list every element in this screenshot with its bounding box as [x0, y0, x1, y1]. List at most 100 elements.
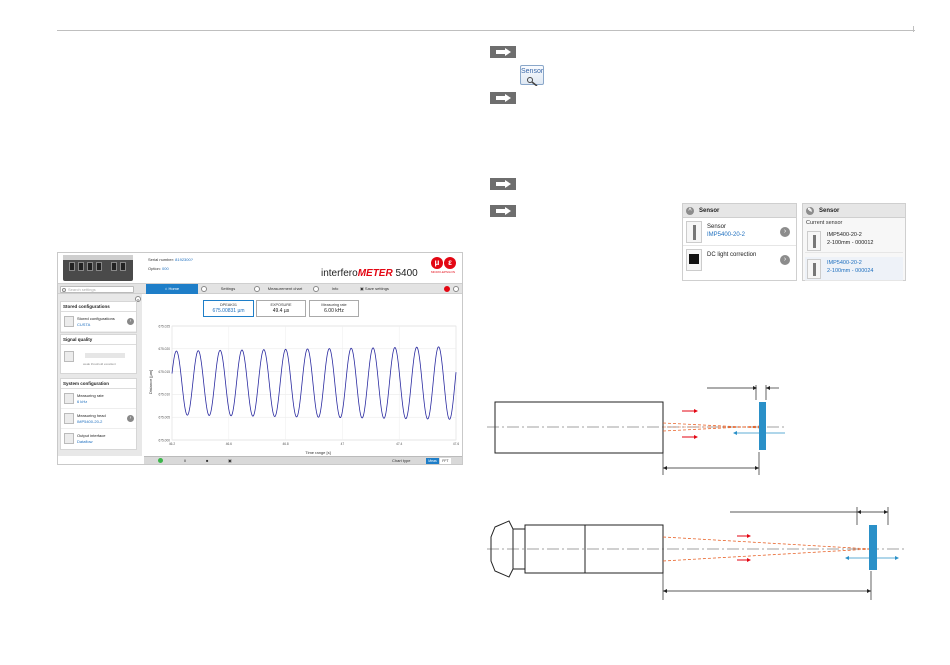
controller-image — [63, 255, 133, 281]
save-icon: ▣ — [360, 286, 364, 291]
dc-light-correction-row[interactable]: DC light correction › — [683, 246, 796, 274]
micro-epsilon-logo: μ ε MICRO-EPSILON — [431, 257, 456, 274]
sensor-row[interactable]: Sensor IMP5400-20-2 › — [683, 218, 796, 246]
y-tick-label: 675.020 — [158, 347, 170, 351]
chevron-right-icon[interactable]: › — [780, 227, 790, 237]
tab-home[interactable]: ⌂ Home — [146, 284, 198, 294]
settings-tab-icon — [201, 286, 207, 292]
distance-series-line — [171, 346, 457, 420]
dc-light-icon — [686, 249, 702, 271]
x-tick-label: 46.2 — [169, 442, 175, 446]
close-sidebar-icon[interactable]: × — [135, 296, 141, 302]
measuring-head-row[interactable]: Measuring head IMP5400-20-2 › — [61, 409, 136, 429]
x-tick-label: 46.6 — [226, 442, 232, 446]
rate-icon — [64, 393, 74, 404]
output-interface-row[interactable]: Output interface Dataflow — [61, 429, 136, 449]
chart-type-meas-button[interactable]: Meas — [426, 458, 439, 464]
serial-value: 8192300? — [175, 257, 193, 262]
stored-configurations-card: Stored configurations Stored configurati… — [60, 301, 137, 333]
measuring-setup-drawing-2 — [487, 507, 905, 600]
instruction-arrow-icon — [490, 205, 516, 217]
sensor-icon — [64, 413, 74, 424]
sensor-list-item[interactable]: IMP5400-20-2 2-100mm - 000024 — [805, 257, 903, 281]
sensor-menu-icon[interactable]: Sensor — [520, 65, 544, 86]
chart-tab-icon — [254, 286, 260, 292]
signal-quality-title: Signal quality — [61, 335, 136, 345]
edit-icon[interactable]: ✎ — [806, 207, 814, 215]
chart-toolbar: II ■ ▣ Chart type Meas FFT — [144, 456, 462, 464]
system-configuration-title: System configuration — [61, 379, 136, 389]
help-icon[interactable] — [453, 286, 459, 292]
chevron-up-icon[interactable]: ^ — [686, 207, 694, 215]
x-tick-label: 47.6 — [453, 442, 459, 446]
sensor-head-icon — [807, 231, 821, 251]
stored-configurations-title: Stored configurations — [61, 302, 136, 312]
play-icon[interactable] — [158, 458, 163, 463]
system-configuration-card: System configuration Measuring rate 6 kH… — [60, 378, 137, 450]
stop-icon[interactable]: ■ — [206, 458, 209, 463]
value-box-rate[interactable]: Measuring rate 6.00 kHz — [309, 300, 359, 317]
tab-info[interactable]: Info — [331, 286, 339, 291]
magnifier-icon — [527, 77, 538, 86]
current-sensor-panel: ✎ Sensor Current sensor IMP5400-20-2 2-10… — [802, 203, 906, 281]
chevron-right-icon[interactable]: › — [127, 318, 134, 325]
chevron-right-icon[interactable]: › — [780, 255, 790, 265]
tab-settings[interactable]: Settings — [220, 286, 236, 291]
pause-icon[interactable]: II — [184, 458, 187, 463]
screenshot-header: Serial number: 8192300? Option: 000 inte… — [58, 253, 462, 283]
x-tick-label: 47 — [341, 442, 345, 446]
signal-quality-card: Signal quality weak threshold excellent — [60, 334, 137, 374]
sensor-panel-title: Sensor — [699, 208, 720, 214]
sensor-head-icon — [807, 259, 821, 279]
info-tab-icon — [313, 286, 319, 292]
instruction-arrow-icon — [490, 92, 516, 104]
signal-quality-caption: weak threshold excellent — [83, 362, 116, 366]
header-rule-tick — [913, 26, 914, 32]
instruction-arrow-icon — [490, 178, 516, 190]
y-tick-label: 675.010 — [158, 393, 170, 397]
serial-label: Serial number: — [148, 257, 175, 262]
target-plate — [759, 402, 766, 450]
sensor-head-icon — [686, 221, 702, 243]
x-axis-label: Time range [s] — [305, 450, 330, 455]
chart-type-label: Chart type — [392, 458, 411, 463]
chart-type-fft-button[interactable]: FFT — [440, 458, 451, 464]
y-tick-label: 675.015 — [158, 370, 170, 374]
navigation-bar: Search settings ⌂ Home Settings Measurem… — [58, 283, 462, 294]
instruction-arrow-icon — [490, 46, 516, 58]
value-box-exposure[interactable]: EXPOSURE 49.4 µs — [256, 300, 306, 317]
measuring-rate-row[interactable]: Measuring rate 6 kHz — [61, 389, 136, 409]
option-label: Option: — [148, 266, 161, 271]
y-tick-label: 675.000 — [158, 438, 170, 442]
product-brand: interferoMETER 5400 — [321, 268, 418, 279]
y-axis-label: Distance [µm] — [148, 370, 153, 395]
current-sensor-label: Current sensor — [806, 220, 843, 226]
value-box-dpeak[interactable]: DPEAK01 675.00831 µm — [203, 300, 254, 317]
stored-configurations-row[interactable]: Stored configurations CUSTA › — [61, 312, 136, 332]
y-tick-label: 675.005 — [158, 416, 170, 420]
output-icon — [64, 433, 74, 444]
save-data-icon[interactable]: ▣ — [228, 458, 232, 463]
chevron-right-icon[interactable]: › — [127, 415, 134, 422]
current-sensor-panel-title: Sensor — [819, 208, 840, 214]
y-tick-label: 675.025 — [158, 324, 170, 328]
sensor-panel: ^ Sensor Sensor IMP5400-20-2 › DC light c… — [682, 203, 797, 281]
document-icon — [64, 316, 74, 327]
search-input[interactable]: Search settings — [60, 286, 134, 293]
header-rule — [57, 30, 915, 31]
x-tick-label: 47.4 — [396, 442, 402, 446]
chart-area: DPEAK01 675.00831 µm EXPOSURE 49.4 µs Me… — [144, 294, 462, 456]
save-settings-button[interactable]: ▣ Save settings — [360, 286, 389, 291]
signal-quality-bar — [85, 353, 125, 358]
web-interface-screenshot: Serial number: 8192300? Option: 000 inte… — [57, 252, 463, 465]
target-plate — [869, 525, 877, 570]
home-icon: ⌂ — [164, 286, 168, 291]
sidebar: × Stored configurations Stored configura… — [58, 294, 142, 456]
distance-chart: 675.000 675.005 675.010 675.015 675.020 675.0… — [148, 324, 459, 455]
signal-bars-icon — [64, 351, 74, 362]
language-icon[interactable] — [444, 286, 450, 292]
sensor-list-item[interactable]: IMP5400-20-2 2-100mm - 000012 — [805, 229, 903, 253]
serial-info: Serial number: 8192300? Option: 000 — [148, 257, 193, 271]
tab-measurement-chart[interactable]: Measurement chart — [267, 286, 303, 291]
sensor-body — [494, 401, 664, 454]
